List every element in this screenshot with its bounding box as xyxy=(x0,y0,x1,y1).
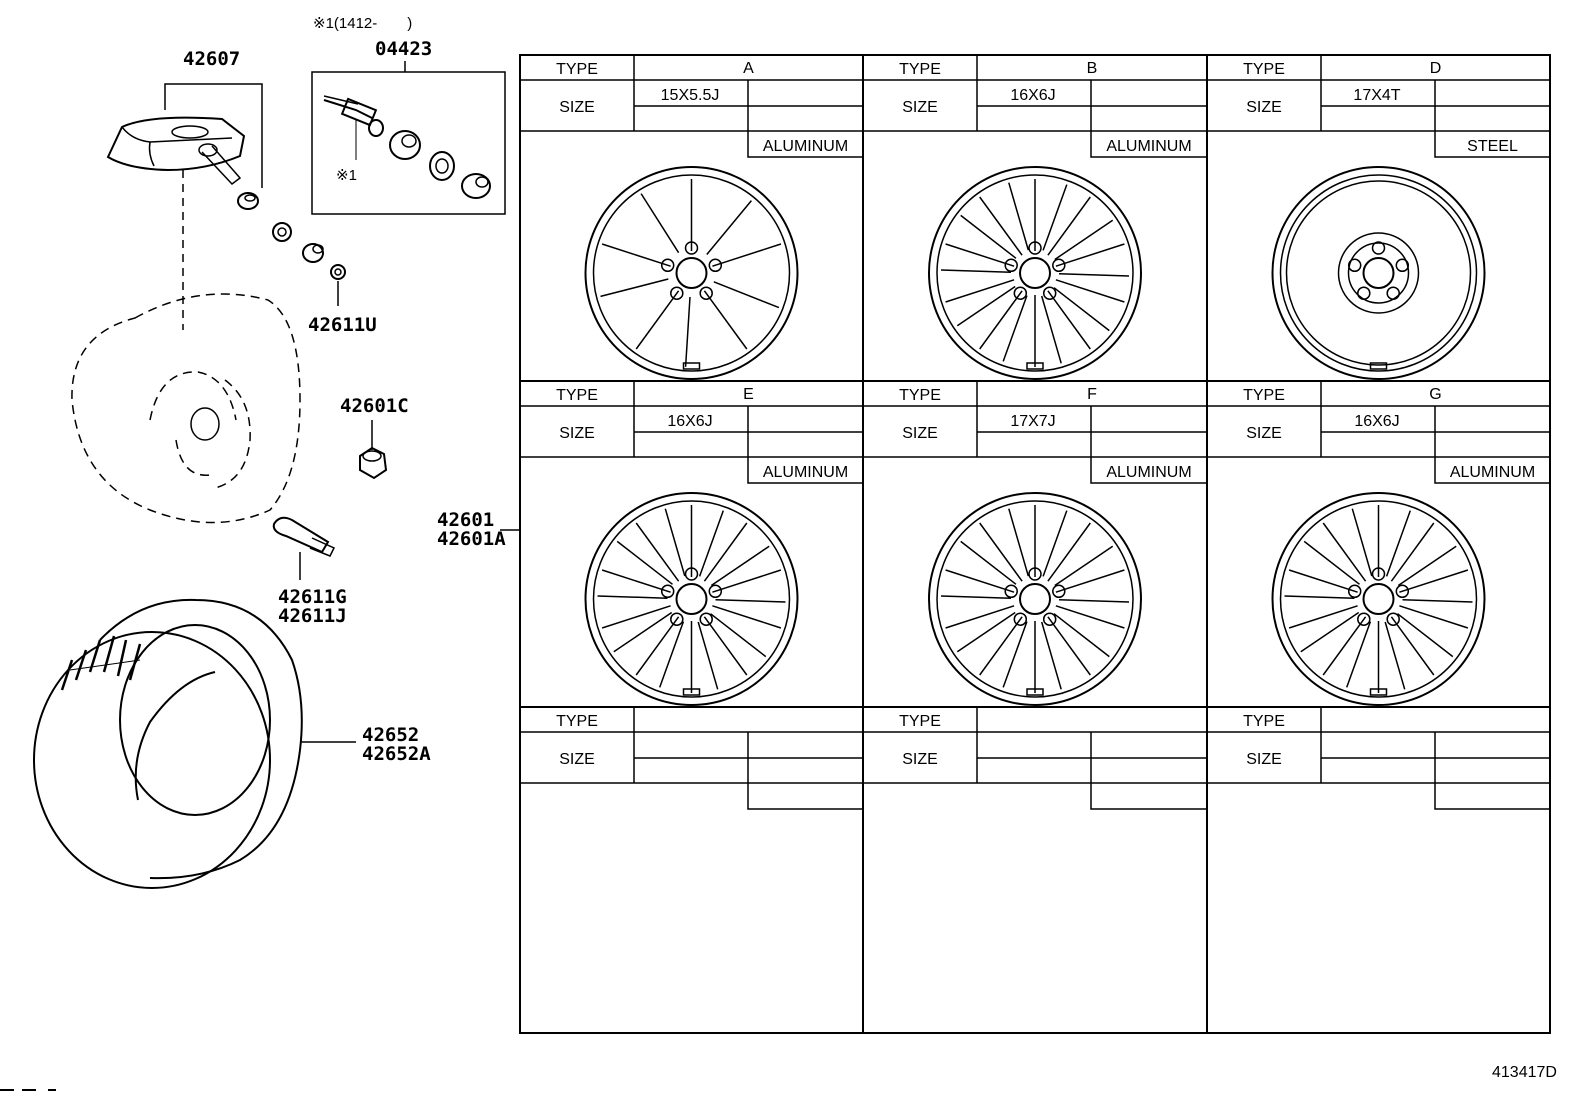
type-value: E xyxy=(743,386,754,403)
material-box xyxy=(747,131,863,158)
wheel-type-f[interactable] xyxy=(928,492,1142,706)
type-label: TYPE xyxy=(556,713,598,730)
size-label: SIZE xyxy=(1246,99,1282,116)
part-number-42652A[interactable]: 42652A xyxy=(362,743,431,765)
sensor-cap xyxy=(330,264,346,280)
material-box xyxy=(1434,783,1550,810)
type-label: TYPE xyxy=(899,387,941,404)
material-box xyxy=(1434,457,1550,484)
part-number-42652[interactable]: 42652 xyxy=(362,724,419,746)
sensor-nut xyxy=(237,192,259,210)
material-box xyxy=(747,783,863,810)
material-value: ALUMINUM xyxy=(1106,138,1191,155)
size-value: 16X6J xyxy=(1354,413,1399,430)
leader-42607 xyxy=(164,83,263,188)
type-value: G xyxy=(1429,386,1441,403)
drawing-id: 413417D xyxy=(1492,1064,1557,1081)
size-label: SIZE xyxy=(1246,425,1282,442)
tire xyxy=(33,598,303,889)
kit-washer xyxy=(429,151,455,181)
type-label: TYPE xyxy=(556,387,598,404)
part-number-42611G[interactable]: 42611G xyxy=(278,586,347,608)
size-label: SIZE xyxy=(902,99,938,116)
kit-mark: ※1 xyxy=(336,167,357,184)
kit-nut xyxy=(389,130,421,160)
size-label: SIZE xyxy=(559,99,595,116)
valve-kit-box xyxy=(311,71,506,215)
wheel-type-d[interactable] xyxy=(1271,166,1486,380)
type-value: D xyxy=(1430,60,1442,77)
type-label: TYPE xyxy=(1243,61,1285,78)
size-value: 15X5.5J xyxy=(661,87,720,104)
material-value: ALUMINUM xyxy=(1450,464,1535,481)
material-value: ALUMINUM xyxy=(763,138,848,155)
tire-pressure-sensor xyxy=(106,116,246,186)
part-number-04423[interactable]: 04423 xyxy=(375,38,432,60)
kit-cap xyxy=(461,173,491,199)
size-label: SIZE xyxy=(1246,751,1282,768)
valve-stem xyxy=(272,516,336,557)
type-value: B xyxy=(1087,60,1098,77)
kit-date-note: ※1(1412- ) xyxy=(313,15,412,32)
material-box xyxy=(1090,457,1207,484)
wheel-type-g[interactable] xyxy=(1271,492,1486,706)
material-box xyxy=(1090,131,1207,158)
part-number-42607[interactable]: 42607 xyxy=(183,48,240,70)
valve-core xyxy=(323,95,384,160)
material-box xyxy=(1434,131,1550,158)
part-number-42611J[interactable]: 42611J xyxy=(278,605,347,627)
lug-nut xyxy=(359,446,388,480)
material-value: ALUMINUM xyxy=(763,464,848,481)
material-value: STEEL xyxy=(1467,138,1518,155)
type-label: TYPE xyxy=(899,713,941,730)
part-number-42601C[interactable]: 42601C xyxy=(340,395,409,417)
type-value: F xyxy=(1087,386,1097,403)
part-number-42601[interactable]: 42601 xyxy=(437,509,494,531)
type-label: TYPE xyxy=(1243,387,1285,404)
wheel-hub-center xyxy=(190,407,220,441)
sensor-washer xyxy=(272,222,292,242)
table-frame xyxy=(519,54,1551,1034)
size-value: 17X7J xyxy=(1010,413,1055,430)
type-value: A xyxy=(743,60,754,77)
type-label: TYPE xyxy=(899,61,941,78)
size-label: SIZE xyxy=(902,751,938,768)
wheel-type-b[interactable] xyxy=(928,166,1142,380)
wheel-dashed-outline xyxy=(71,293,301,524)
material-box xyxy=(747,457,863,484)
size-label: SIZE xyxy=(559,751,595,768)
size-value: 16X6J xyxy=(667,413,712,430)
part-number-42601A[interactable]: 42601A xyxy=(437,528,506,550)
size-label: SIZE xyxy=(902,425,938,442)
size-label: SIZE xyxy=(559,425,595,442)
size-value: 17X4T xyxy=(1353,87,1400,104)
material-value: ALUMINUM xyxy=(1106,464,1191,481)
size-value: 16X6J xyxy=(1010,87,1055,104)
sensor-grommet xyxy=(302,243,324,263)
wheel-type-a[interactable] xyxy=(584,166,799,380)
type-label: TYPE xyxy=(1243,713,1285,730)
wheel-type-e[interactable] xyxy=(584,492,799,706)
wheel-type-table: TYPE SIZE A 15X5.5J ALUMINUM TYPE SIZE B 16X6J AL… xyxy=(519,54,1551,1034)
part-number-42611U[interactable]: 42611U xyxy=(308,314,377,336)
type-label: TYPE xyxy=(556,61,598,78)
material-box xyxy=(1090,783,1207,810)
